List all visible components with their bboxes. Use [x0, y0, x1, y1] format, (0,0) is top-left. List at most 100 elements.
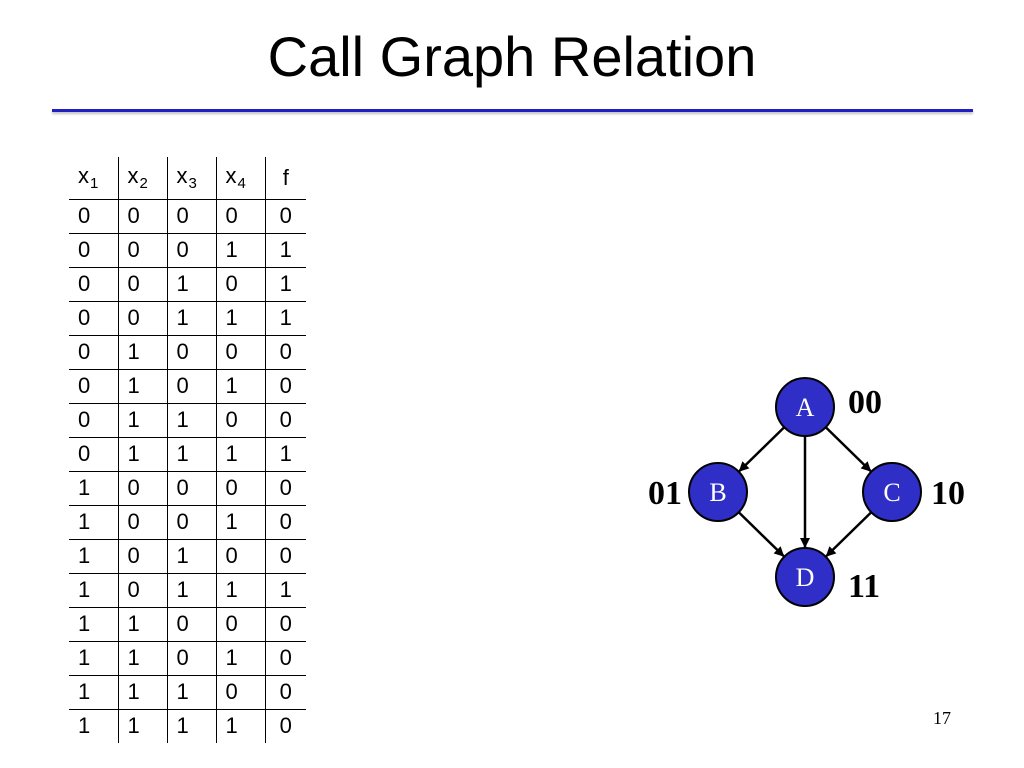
column-var: x — [127, 163, 139, 189]
column-subscript: 4 — [237, 175, 246, 193]
graph-node-codes: 00 01 10 11 — [648, 384, 965, 605]
table-cell: 0 — [264, 368, 306, 404]
table-cell: 0 — [166, 640, 217, 676]
slide-number: 17 — [933, 708, 951, 728]
table-cell: 1 — [166, 572, 217, 608]
table-cell: 1 — [117, 402, 168, 438]
node-label: D — [796, 563, 815, 592]
table-cell: 0 — [166, 504, 217, 540]
table-cell: 0 — [117, 470, 168, 506]
table-cell: 0 — [264, 606, 306, 642]
table-cell: 1 — [215, 504, 266, 540]
column-var: x — [176, 163, 188, 189]
table-cell: 1 — [69, 640, 119, 676]
table-cell: 0 — [264, 640, 306, 676]
table-cell: 1 — [215, 232, 266, 268]
table-cell: 1 — [215, 300, 266, 336]
graph-node-c: C — [862, 462, 922, 522]
node-circle — [688, 462, 748, 522]
column-subscript: 2 — [139, 175, 148, 193]
table-cell: 1 — [117, 640, 168, 676]
table-cell: 0 — [215, 198, 266, 234]
node-label: A — [796, 393, 815, 422]
node-circle — [862, 462, 922, 522]
table-cell: 0 — [264, 708, 306, 743]
table-cell: 1 — [69, 606, 119, 642]
table-cell: 1 — [166, 266, 217, 302]
table-cell: 0 — [69, 368, 119, 404]
table-cell: 1 — [117, 708, 168, 743]
table-cell: 0 — [264, 334, 306, 370]
graph-node-b: B — [688, 462, 748, 522]
node-code-b: 01 — [648, 475, 682, 512]
graph-node-d: D — [775, 547, 835, 607]
table-cell: 0 — [264, 470, 306, 506]
node-label: B — [709, 478, 726, 507]
title-underline — [52, 109, 973, 112]
column-var: x — [78, 163, 89, 189]
graph-nodes: A B C D — [688, 377, 922, 607]
column-header-x2: x2 — [117, 157, 168, 200]
table-cell: 0 — [264, 504, 306, 540]
table-cell: 0 — [215, 470, 266, 506]
table-cell: 1 — [117, 368, 168, 404]
node-code-d: 11 — [848, 568, 880, 605]
edge-a-to-b — [738, 426, 786, 472]
column-subscript: 1 — [90, 175, 99, 193]
table-cell: 0 — [166, 232, 217, 268]
table-cell: 1 — [117, 334, 168, 370]
column-header-x1: x1 — [69, 157, 119, 200]
graph-edges — [737, 426, 873, 557]
edge-b-to-d — [737, 511, 785, 557]
table-cell: 1 — [166, 538, 217, 574]
table-cell: 0 — [69, 300, 119, 336]
edge-c-to-d — [825, 511, 873, 557]
node-label: C — [883, 478, 900, 507]
table-cell: 0 — [117, 266, 168, 302]
node-code-a: 00 — [848, 384, 882, 421]
table-header-row: x1 x2 x3 x4 f — [69, 157, 306, 200]
node-code-c: 10 — [931, 475, 965, 512]
node-circle — [775, 377, 835, 437]
column-subscript: 3 — [188, 175, 197, 193]
column-var: x — [225, 163, 237, 189]
table-cell: 0 — [215, 606, 266, 642]
table-cell: 0 — [117, 198, 168, 234]
graph-node-a: A — [775, 377, 835, 437]
table-cell: 1 — [117, 436, 168, 472]
node-circle — [775, 547, 835, 607]
table-cell: 1 — [264, 436, 306, 472]
table-cell: 0 — [69, 266, 119, 302]
table-cell: 0 — [215, 402, 266, 438]
table-cell: 1 — [166, 674, 217, 710]
table-cell: 1 — [69, 504, 119, 540]
table-cell: 0 — [166, 334, 217, 370]
table-cell: 1 — [166, 300, 217, 336]
table-cell: 1 — [264, 232, 306, 268]
table-cell: 0 — [166, 368, 217, 404]
column-var: f — [282, 164, 289, 190]
table-cell: 0 — [117, 300, 168, 336]
slide-title: Call Graph Relation — [267, 25, 757, 88]
table-cell: 1 — [166, 708, 217, 743]
table-cell: 0 — [69, 232, 119, 268]
table-cell: 1 — [215, 436, 266, 472]
table-cell: 1 — [69, 708, 119, 743]
table-cell: 0 — [264, 198, 306, 234]
edge-a-to-c — [824, 426, 872, 472]
